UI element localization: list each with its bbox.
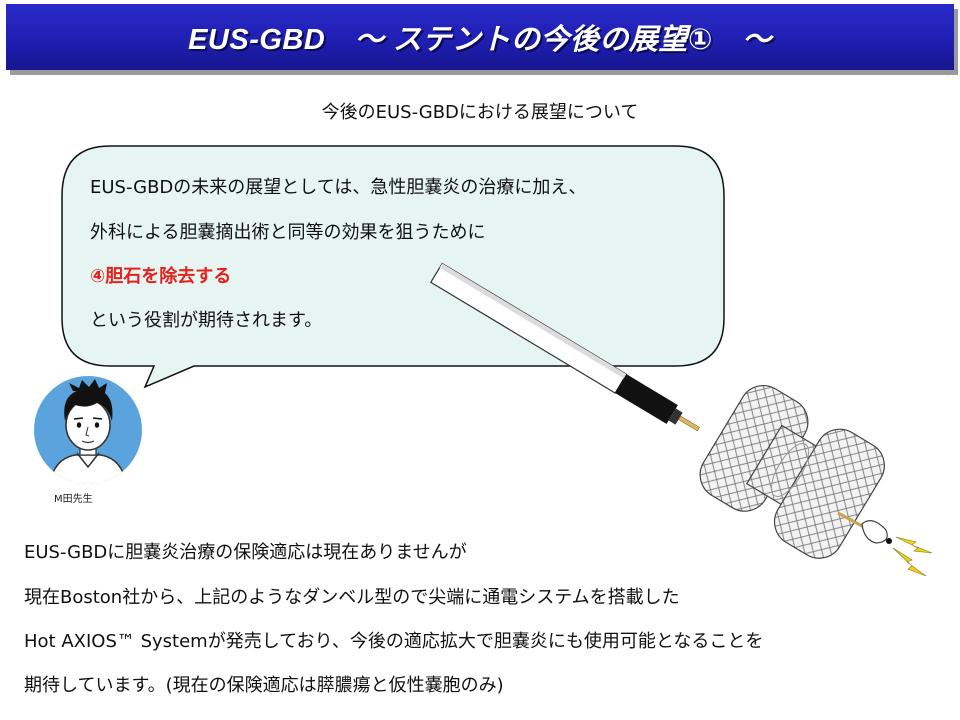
bubble-text-line-1: EUS-GBDの未来の展望としては、急性胆嚢炎の治療に加え、 (90, 177, 587, 198)
bubble-text-line-2: 外科による胆嚢摘出術と同等の効果を狙うために (90, 222, 486, 243)
bubble-text-line-4: という役割が期待されます。 (90, 310, 323, 331)
body-text-line-3: Hot AXIOS™ Systemが発売しており、今後の適応拡大で胆嚢炎にも使用… (24, 631, 764, 652)
body-text-line-4: 期待しています。(現在の保険適応は膵膿瘍と仮性嚢胞のみ) (24, 675, 504, 696)
bubble-highlight: ④胆石を除去する (90, 266, 232, 287)
electric-spark-icon (892, 536, 933, 577)
body-text-line-2: 現在Boston社から、上記のようなダンベル型ので尖端に通電システムを搭載した (24, 587, 680, 608)
page-title: EUS-GBD ～ ステントの今後の展望① ～ (188, 24, 772, 56)
title-bar: EUS-GBD ～ ステントの今後の展望① ～ (6, 4, 954, 70)
speaker-label: M田先生 (54, 494, 93, 505)
person-avatar-icon (34, 376, 142, 484)
section-subtitle: 今後のEUS-GBDにおける展望について (321, 102, 639, 123)
body-text-line-1: EUS-GBDに胆嚢炎治療の保険適応は現在ありませんが (24, 542, 467, 563)
